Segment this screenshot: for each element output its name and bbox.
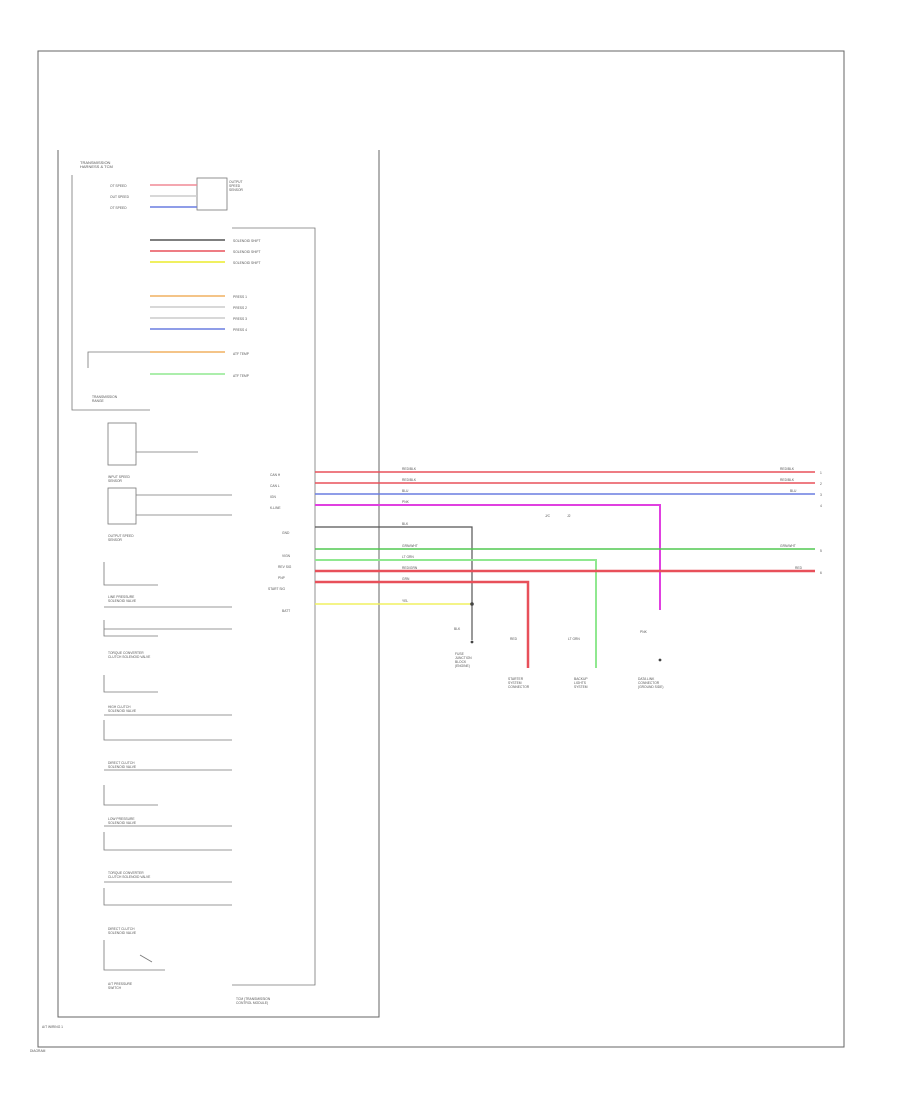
shift-label-2: SOLENOID SHIFT	[233, 250, 260, 254]
edge-number-6: 6	[820, 571, 822, 575]
wire-label-5: BLK	[402, 522, 409, 526]
wire-label-3: BLU	[402, 489, 409, 493]
edge-number-2: 2	[820, 482, 822, 486]
wire-label-2: RED/BLK	[402, 478, 417, 482]
press-label-3: PRESS 3	[233, 317, 247, 321]
edge-label-1: RED/BLK	[780, 467, 795, 471]
harness-box	[71, 175, 150, 411]
speed-sensor-box	[196, 177, 228, 211]
branch-label-4: PNK	[640, 630, 648, 634]
wire-a4	[315, 504, 661, 610]
wire-a9	[315, 580, 530, 668]
tcm-pin-1: CAN H	[270, 473, 281, 477]
press-label-1: PRESS 1	[233, 295, 247, 299]
tcm-pin-4: K-LINE	[270, 506, 281, 510]
press-label-2: PRESS 2	[233, 306, 247, 310]
edge-label-4: GRN/WHT	[780, 544, 796, 548]
tcm-box	[232, 227, 316, 986]
wire-label-8: RED/GRN	[402, 566, 418, 570]
atf-label-1: ATF TEMP	[233, 352, 250, 356]
shift-label-1: SOLENOID SHIFT	[233, 239, 260, 243]
wire-label-10: YEL	[402, 599, 408, 603]
frame-footer: DIAGRAM	[30, 1049, 46, 1053]
pressure-group: PRESS 1 PRESS 2 PRESS 3 PRESS 4	[150, 295, 247, 332]
branch-label-1: BLK	[454, 627, 461, 631]
atf-lead	[87, 351, 225, 368]
edge-label-2: RED/BLK	[780, 478, 795, 482]
tcm-pin-7: REV SIG	[278, 565, 292, 569]
tcm-pin-2: CAN L	[270, 484, 280, 488]
edge-number-1: 1	[820, 471, 822, 475]
tcm-pin-5: GND	[282, 531, 290, 535]
atf-label-2: ATF TEMP	[233, 374, 250, 378]
tcm-pin-6: VIGN	[282, 554, 291, 558]
main-wires	[315, 471, 815, 668]
edge-number-5: 5	[820, 549, 822, 553]
tcm-pin-8: PNP	[278, 576, 286, 580]
tcm-pin-3: IGN	[270, 495, 276, 499]
input-speed-sensor-icon	[107, 422, 137, 466]
speed-pin-1: OT SPEED	[110, 184, 127, 188]
ground-terminal	[470, 640, 474, 644]
wire-label-7: LT GRN	[402, 555, 414, 559]
wire-label-6: GRN/WHT	[402, 544, 418, 548]
wire-label-9: GRN	[402, 577, 410, 581]
shift-solenoid-group: SOLENOID SHIFT SOLENOID SHIFT SOLENOID S…	[150, 239, 260, 265]
tcm-pin-9: START SIG	[268, 587, 285, 591]
tcm-pin-10: BATT	[282, 609, 290, 613]
module-enclosure	[57, 150, 380, 1018]
switch-icon	[103, 940, 165, 971]
wire-a7	[315, 559, 597, 668]
wire-label-1: RED/BLK	[402, 467, 417, 471]
branch-label-3: LT GRN	[568, 637, 580, 641]
shift-label-3: SOLENOID SHIFT	[233, 261, 260, 265]
branch-label-2: RED	[510, 637, 518, 641]
speed-pin-2: OUT SPEED	[110, 195, 130, 199]
diagram-frame	[37, 50, 845, 1048]
tcm-pin-labels: CAN H CAN L IGN K-LINE GND VIGN REV SIG …	[268, 473, 292, 613]
right-edge-labels: RED/BLK RED/BLK BLU GRN/WHT RED 1 2 3 4 …	[780, 467, 822, 575]
edge-label-5: RED	[795, 566, 803, 570]
output-speed-sensor-icon	[107, 487, 137, 525]
dlc-terminal	[658, 658, 662, 662]
wire-label-4: PNK	[402, 500, 410, 504]
speed-pin-3: OT SPEED	[110, 206, 127, 210]
solenoid-icon-1	[103, 562, 158, 586]
wire-a5	[315, 526, 473, 610]
splice-label-1: J/C	[545, 514, 551, 518]
edge-number-3: 3	[820, 493, 822, 497]
splice-label-2: J2	[567, 514, 571, 518]
frame-label: A/T WIRING 1	[42, 1025, 63, 1029]
edge-number-4: 4	[820, 504, 822, 508]
edge-label-3: BLU	[790, 489, 797, 493]
press-label-4: PRESS 4	[233, 328, 247, 332]
splice-dot	[470, 602, 474, 606]
solenoid-icon-2	[103, 675, 158, 693]
wire-color-labels: RED/BLK RED/BLK BLU PNK BLK GRN/WHT LT G…	[402, 467, 571, 603]
